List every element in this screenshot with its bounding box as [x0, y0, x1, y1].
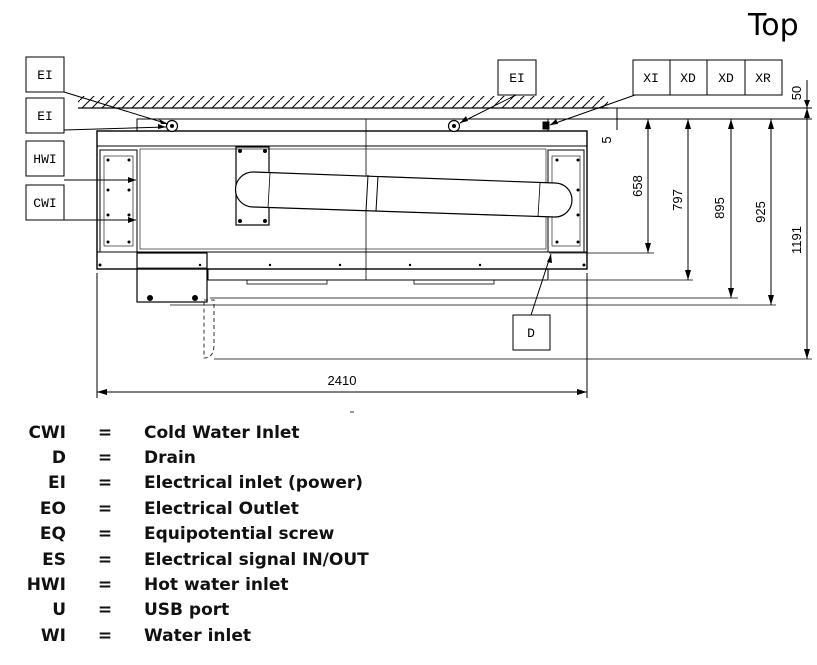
legend-description: Electrical inlet (power): [144, 473, 364, 494]
dimension-658-label: 658: [630, 175, 645, 197]
legend-row: CWI = Cold Water Inlet: [20, 420, 420, 445]
legend-equals: =: [97, 625, 113, 646]
dimension-5-label: 5: [599, 136, 614, 143]
leader-arrowheads: [128, 116, 558, 263]
dimension-50-label: 50: [789, 86, 804, 100]
legend-equals: =: [97, 473, 113, 494]
legend-code: WI: [40, 625, 66, 646]
legend-code: CWI: [28, 422, 66, 443]
legend-description: Cold Water Inlet: [144, 422, 300, 443]
callout-ei-left-top-label: EI: [37, 68, 53, 83]
wall-hatching: [78, 96, 608, 109]
callout-ei-left-top: EI: [25, 56, 65, 93]
dimension-width-label: 2410: [328, 373, 357, 388]
dimension-extension-lines: [170, 252, 812, 360]
leader-lines: [63, 91, 636, 316]
callout-hwi: HWI: [25, 140, 65, 177]
dimension-50-line: [804, 80, 810, 108]
legend-row: D = Drain: [20, 445, 420, 470]
callout-connectors-strip: XI XD XD XR: [632, 59, 783, 96]
legend-row: EI = Electrical inlet (power): [20, 471, 420, 496]
legend-row: WI = Water inlet: [20, 623, 420, 648]
steam-tube: [234, 171, 573, 218]
callout-xd-1-label: XD: [680, 71, 696, 86]
callout-xd-2-label: XD: [718, 71, 734, 86]
dimension-925-label: 925: [753, 201, 768, 223]
callout-ei-right: EI: [497, 59, 537, 96]
dimension-895-label: 895: [712, 197, 727, 219]
callout-ei-left-second: EI: [25, 97, 65, 134]
dimension-797-label: 797: [670, 189, 685, 211]
legend-description: USB port: [144, 600, 230, 621]
callout-ei-left-second-label: EI: [37, 109, 53, 124]
view-title: Top: [748, 8, 799, 43]
legend-row: EQ = Equipotential screw: [20, 522, 420, 547]
legend-code: EO: [39, 498, 66, 519]
legend-equals: =: [97, 448, 113, 469]
callout-hwi-label: HWI: [33, 152, 56, 167]
legend-description: Water inlet: [144, 625, 251, 646]
callout-xr-label: XR: [755, 71, 771, 86]
legend-equals: =: [97, 600, 113, 621]
legend-equals: =: [97, 498, 113, 519]
callout-xi-label: XI: [643, 71, 659, 86]
legend-description: Hot water inlet: [144, 575, 289, 596]
left-side-panel: [99, 149, 138, 253]
callout-cwi-label: CWI: [33, 196, 56, 211]
legend-description: Equipotential screw: [144, 524, 335, 545]
legend-code: ES: [42, 549, 66, 570]
callout-drain-label: D: [527, 326, 535, 341]
legend-description: Electrical Outlet: [144, 498, 299, 519]
wall-reference-lines: [545, 107, 812, 120]
legend-row: ES = Electrical signal IN/OUT: [20, 547, 420, 572]
drain-box: [136, 252, 215, 359]
legend-code: EQ: [39, 524, 66, 545]
dimension-width: [96, 273, 588, 413]
dimension-797-line: [685, 119, 691, 280]
legend-row: HWI = Hot water inlet: [20, 572, 420, 597]
callout-drain: D: [512, 314, 551, 351]
legend-row: EO = Electrical Outlet: [20, 496, 420, 521]
dimension-925-line: [768, 119, 774, 305]
legend-equals: =: [97, 549, 113, 570]
callout-ei-right-label: EI: [509, 71, 525, 86]
legend-code: HWI: [26, 575, 66, 596]
top-cable-inlets: [165, 119, 550, 133]
callout-cwi: CWI: [25, 184, 65, 221]
legend-code: U: [52, 600, 66, 621]
legend-code: D: [51, 448, 66, 469]
dimension-1191-label: 1191: [789, 226, 804, 254]
legend-description: Drain: [144, 448, 196, 469]
legend-equals: =: [97, 524, 113, 545]
dimension-1191-line: [804, 108, 810, 359]
legend-row: U = USB port: [20, 598, 420, 623]
legend-description: Electrical signal IN/OUT: [144, 549, 369, 570]
legend-equals: =: [97, 575, 113, 596]
dimension-658-line: [645, 119, 651, 253]
dimension-895-line: [728, 119, 734, 298]
technical-drawing: EI EI HWI CWI EI XI XD XD XR D 2410: [25, 56, 812, 413]
legend-equals: =: [97, 422, 113, 443]
legend-code: EI: [48, 473, 66, 494]
